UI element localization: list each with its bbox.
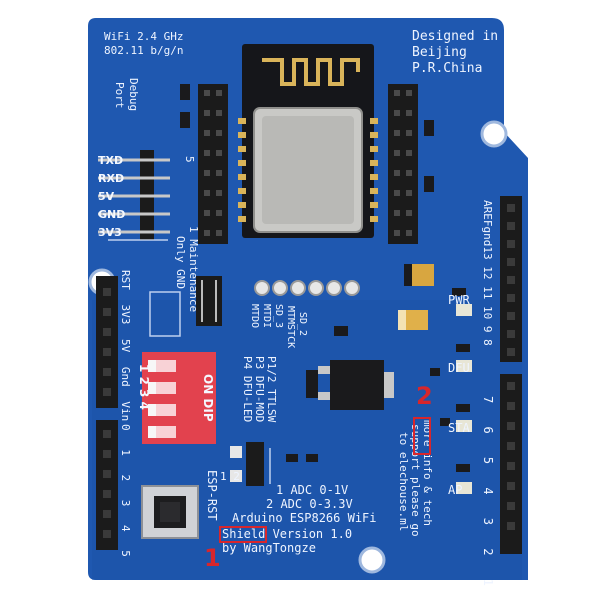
dip-on-label: ON DIP: [201, 374, 215, 422]
jtag-line5: MTDO: [249, 304, 260, 328]
support-line2: support please go: [409, 424, 422, 537]
arduino-header-right: [500, 196, 522, 554]
p-line1: P1/2 TTLSW: [265, 356, 278, 423]
version-text: Version 1.0: [265, 527, 352, 541]
led-label-dfu: DFU: [448, 361, 470, 375]
label-rst: RST: [119, 270, 132, 290]
label-vin: Vin: [119, 401, 132, 421]
status-leds: [456, 304, 472, 494]
debug-port-pins: [98, 150, 170, 240]
annotation-box-shield: [219, 526, 267, 543]
credit-line2: Shield Version 1.0: [222, 527, 352, 541]
label-3v3: 3V3: [119, 305, 132, 325]
right-header-labels-bottom: 7 6 5 4 3 2 1 0: [481, 396, 495, 600]
analog-2: 2: [119, 475, 132, 482]
test-pads: [254, 280, 360, 296]
right-header-labels-top: AREFgnd13 12 11 10 9 8: [481, 200, 494, 346]
arduino-header-left: [96, 276, 118, 550]
tantalum-capacitors: [398, 264, 434, 330]
led-label-ap: AP: [448, 483, 462, 497]
designed-in-line3: P.R.China: [412, 61, 482, 76]
jtag-line3: SD_3: [273, 304, 284, 328]
analog-0: 0: [119, 424, 132, 431]
analog-4: 4: [119, 525, 132, 532]
jtag-line1: SD_2: [297, 312, 308, 336]
adc-line2: 2 ADC 0-3.3V: [266, 497, 353, 511]
voltage-regulator: [318, 360, 394, 410]
mount-hole-bottom-right: [358, 546, 386, 574]
adc-line1: 1 ADC 0-1V: [276, 483, 348, 497]
support-line3: to elechouse.ml: [397, 432, 410, 531]
shield-word: Shield: [222, 527, 265, 541]
p-line3: P4 DFU-LED: [241, 356, 254, 422]
designed-in-line1: Designed in: [412, 29, 498, 44]
jtag-line2: MTMSTCK: [285, 306, 296, 348]
maintenance-line2: Only GND: [174, 236, 187, 289]
analog-5: 5: [119, 550, 132, 557]
credit-line3: by WangTongze: [222, 541, 316, 555]
smd-chip-small: [306, 370, 318, 398]
credit-line1: Arduino ESP8266 WiFi: [232, 511, 377, 525]
jtag-line4: MTDI: [261, 304, 272, 328]
debug-pin-5v: 5V: [98, 190, 115, 203]
maintenance-header: [196, 276, 222, 326]
silk-outlines: [108, 239, 271, 484]
annotation-box-more: [413, 417, 431, 455]
led-label-pwr: PWR: [448, 293, 470, 307]
dip-numbers: 1 2 3 4: [137, 364, 151, 410]
analog-3: 3: [119, 500, 132, 507]
label-gnd: Gnd: [119, 367, 132, 387]
analog-1: 1: [119, 449, 132, 456]
pin5-label: 5: [183, 156, 196, 163]
p-line2: P3 DFU-MOD: [253, 356, 266, 422]
annotation-number-1: 1: [204, 544, 221, 572]
reset-button: [141, 485, 199, 539]
led-label-sta: STA: [448, 421, 470, 435]
esp-rst-label: ESP-RST: [205, 470, 219, 521]
mount-hole-top-right: [480, 120, 508, 148]
debug-pin-rxd: RXD: [98, 172, 124, 185]
adc-jumper: [230, 442, 264, 486]
esp8266-module: [238, 44, 378, 238]
dip-switch: [142, 352, 216, 444]
led-resistors: [286, 288, 470, 472]
analog-labels: 0 1 2 3 4 5: [119, 424, 132, 557]
wifi-label-line1: WiFi 2.4 GHz: [104, 30, 183, 43]
debug-label-line2: Port: [113, 82, 126, 109]
annotation-number-2: 2: [416, 382, 433, 410]
power-header-labels: RST 3V3 5V Gnd Vin: [119, 270, 132, 421]
maintenance-line1: 1 Maintenance: [187, 226, 200, 312]
debug-label-line1: Debug: [127, 78, 140, 111]
debug-pin-txd: TXD: [98, 154, 123, 167]
header-right-of-module: [388, 84, 418, 244]
debug-pin-3v3: 3V3: [98, 226, 122, 239]
wifi-label-line2: 802.11 b/g/n: [104, 44, 183, 57]
designed-in-line2: Beijing: [412, 45, 467, 60]
label-5v: 5V: [119, 339, 132, 353]
header-left-of-module: [198, 84, 228, 244]
jumper-numbers: 1 2: [220, 470, 240, 483]
debug-pin-gnd: GND: [98, 208, 125, 221]
